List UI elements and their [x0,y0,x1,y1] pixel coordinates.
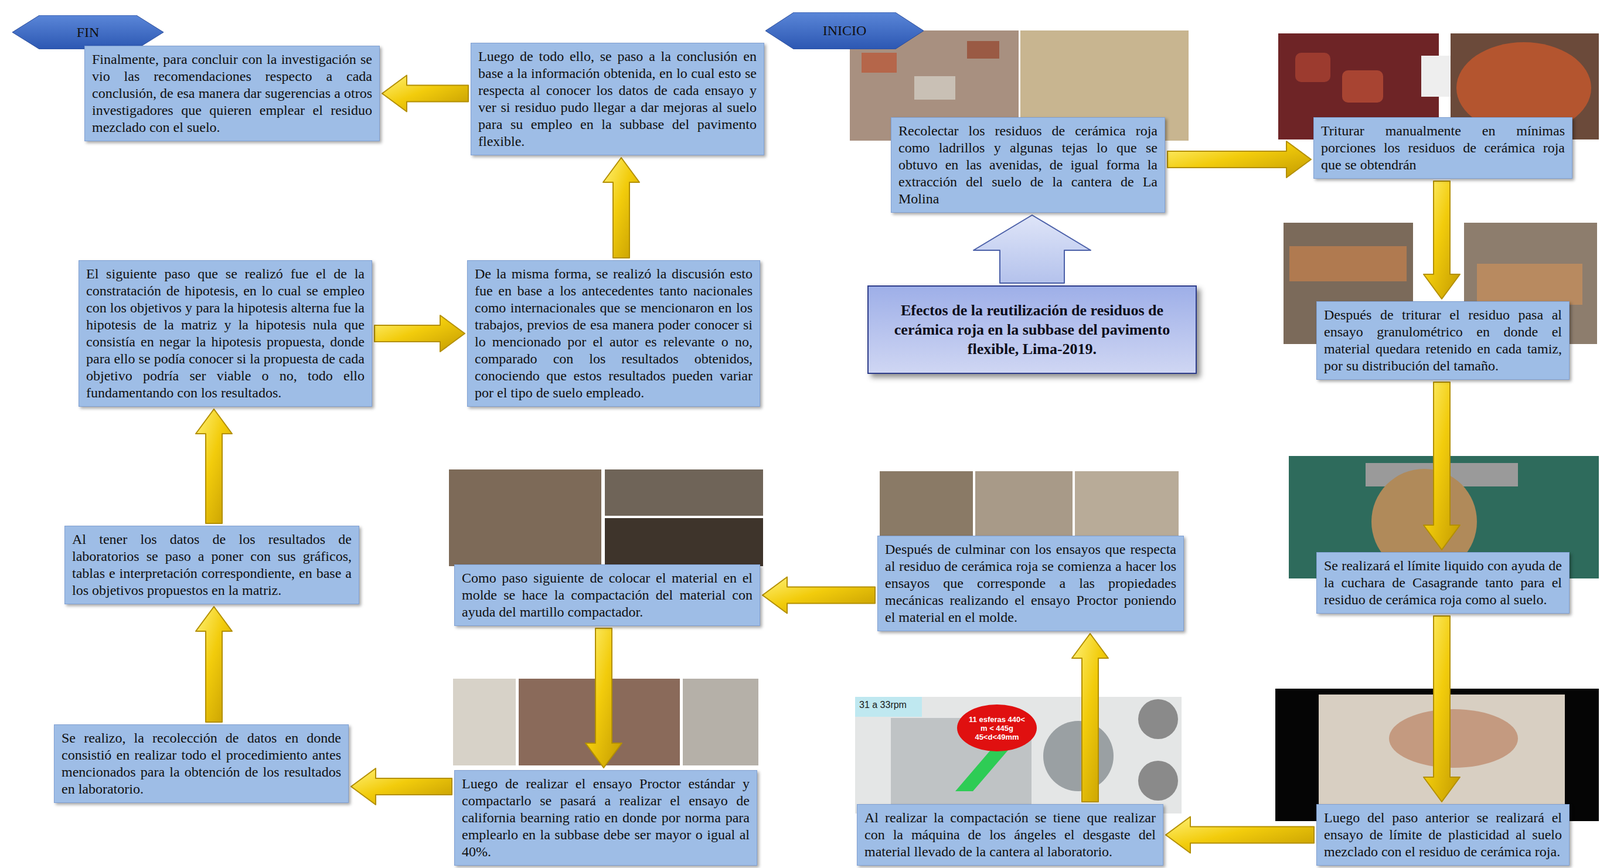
process-box: De la misma forma, se realizó la discusi… [467,260,761,407]
title-text: Efectos de la reutilización de residuos … [883,300,1181,359]
process-box: Después de triturar el residuo pasa al e… [1316,301,1570,380]
photo-cbr [682,678,759,766]
step-text: Finalmente, para concluir con la investi… [92,50,373,136]
block-arrow [1423,382,1460,550]
step-text: Recolectar los residuos de cerámica roja… [898,122,1158,208]
photo-detail [1476,263,1583,305]
step-text: Se realizo, la recolección de datos en d… [61,729,342,798]
photo-detail [1138,760,1179,801]
block-arrow [382,75,469,112]
block-arrow [1167,141,1312,178]
block-arrow [762,577,876,614]
block-arrow [585,628,622,768]
hexagon-shape [12,15,164,50]
photo-detail [914,76,956,100]
photo-detail [1295,52,1331,83]
block-arrow [1423,615,1460,802]
process-box: Luego de realizar el ensayo Proctor está… [454,770,758,866]
terminal-text: INICIO [822,22,867,39]
process-box: Se realizará el límite liquido con ayuda… [1316,552,1570,614]
block-arrow [1423,181,1460,299]
step-text: Al realizar la compactación se tiene que… [864,809,1156,861]
photo-detail [861,52,897,73]
photo-compaction [604,469,764,516]
block-arrow [195,606,233,723]
step-text: Después de triturar el residuo pasa al e… [1323,306,1562,375]
photo-detail [1289,246,1407,282]
block-arrow [603,157,640,258]
process-box: Triturar manualmente en mínimas porcione… [1313,117,1573,179]
photo-proctor [975,471,1073,538]
process-box: Al tener los datos de los resultados de … [64,525,360,605]
photo-detail [1389,709,1518,768]
block-arrow [1165,816,1314,854]
step-text: Triturar manualmente en mínimas porcione… [1321,122,1565,174]
block-arrow [195,409,233,524]
photo-card [1421,55,1451,97]
callout-label: 11 esferas 440< m < 445g 45<d<49mm [964,715,1030,742]
photo-proctor [1074,471,1179,538]
hexagon-shape [765,12,924,50]
process-box: Recolectar los residuos de cerámica roja… [890,117,1166,213]
photo-detail [955,750,1009,792]
process-box: Luego de todo ello, se paso a la conclus… [470,42,765,156]
process-box: Al realizar la compactación se tiene que… [856,804,1164,866]
terminal-hexagon: FIN [12,15,164,50]
terminal-hexagon: INICIO [765,12,924,50]
step-text: Al tener los datos de los resultados de … [72,530,352,599]
title-box: Efectos de la reutilización de residuos … [867,285,1197,374]
terminal-text: FIN [76,24,100,41]
photo-detail [1342,70,1384,103]
rpm-label: 31 a 33rpm [856,698,910,713]
photo-detail [1138,699,1179,740]
block-arrow [973,215,1091,284]
callout-bubble [957,704,1037,752]
step-text: Luego del paso anterior se realizará el … [1323,809,1562,861]
photo-proctor [879,471,973,538]
step-text: Luego de todo ello, se paso a la conclus… [478,48,757,151]
photo-machine [855,696,1182,814]
photo-detail [1043,720,1114,792]
process-box: El siguiente paso que se realizó fue el … [78,260,373,407]
photo-detail [855,696,922,717]
process-box: Se realizo, la recolección de datos en d… [53,724,349,803]
process-box: Luego del paso anterior se realizará el … [1316,804,1570,866]
photo-compaction [448,469,602,567]
step-text: De la misma forma, se realizó la discusi… [474,265,753,402]
block-arrow [351,768,452,805]
step-text: Se realizará el límite liquido con ayuda… [1323,557,1562,609]
photo-cbr [453,678,516,766]
photo-compaction [604,518,764,567]
step-text: Como paso siguiente de colocar el materi… [461,569,753,621]
photo-detail [967,41,1000,59]
step-text: Luego de realizar el ensayo Proctor está… [461,775,750,861]
step-text: El siguiente paso que se realizó fue el … [86,265,365,402]
process-box: Después de culminar con los ensayos que … [877,535,1184,632]
process-box: Como paso siguiente de colocar el materi… [454,564,761,626]
process-box: Finalmente, para concluir con la investi… [84,45,380,142]
step-text: Después de culminar con los ensayos que … [884,540,1177,626]
block-arrow [1071,633,1109,802]
block-arrow [374,315,465,352]
